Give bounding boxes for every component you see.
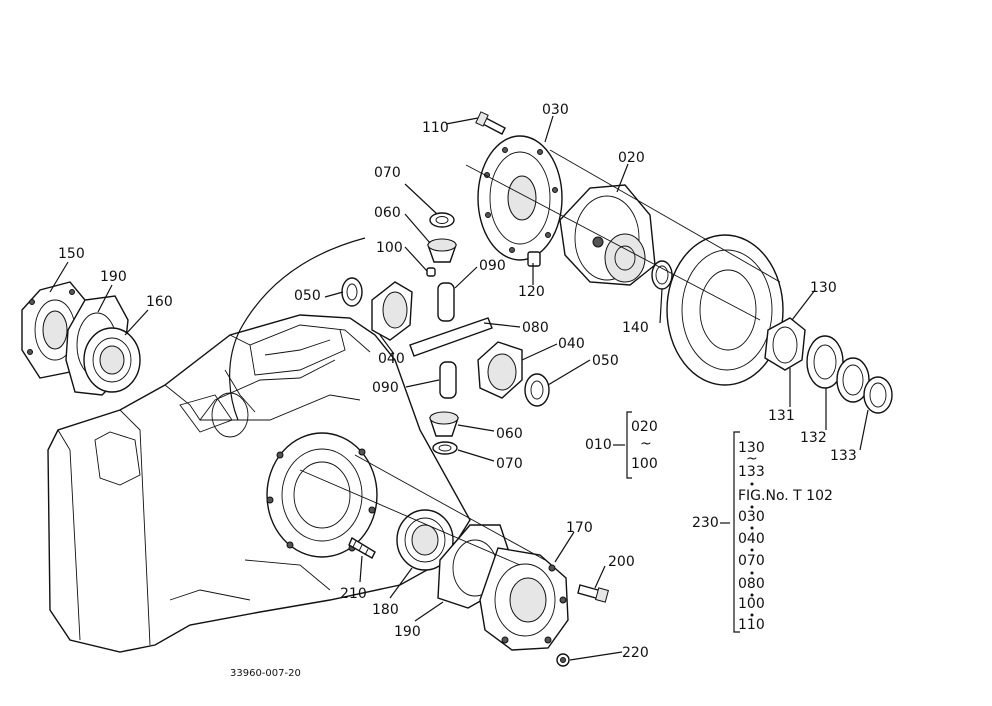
group-230-member-130: 130 [738,440,765,456]
shaft-090-bottom [439,361,457,399]
callout-180: 180 [372,602,399,618]
hub-131 [764,317,806,371]
group-230-member-fig: FIG.No. T 102 [738,488,833,504]
callout-060-bottom: 060 [496,426,523,442]
callout-190-left: 190 [100,269,127,285]
callout-132: 132 [800,430,827,446]
callout-130: 130 [810,280,837,296]
callout-170: 170 [566,520,593,536]
washer-133b [863,376,893,414]
callout-220: 220 [622,645,649,661]
washer-070-top [429,212,455,228]
side-gear-040-right [477,341,523,399]
group-010-label: 010 [585,437,612,453]
bolt-200 [577,584,609,603]
stud-210 [348,536,376,559]
group-230-member-040: 040 [738,531,765,547]
bushing-140 [651,260,673,290]
callout-131: 131 [768,408,795,424]
case-cover-030 [477,135,563,261]
shaft-090-top [437,282,455,322]
callout-110: 110 [422,120,449,136]
group-010-tilde: ~ [640,436,652,452]
washer-050-left [341,277,363,307]
pinion-060-bottom [429,411,459,437]
pin-120 [527,251,541,267]
transmission-housing [47,314,471,653]
callout-020: 020 [618,150,645,166]
group-010-member-020: 020 [631,419,658,435]
leader-lines [49,115,869,661]
pin-100 [426,267,436,277]
group-010-member-100: 100 [631,456,658,472]
callout-140: 140 [622,320,649,336]
washer-050-right [524,373,550,407]
bolt-220 [556,653,570,667]
side-gear-040-left [371,281,413,341]
bearing-160 [83,327,141,393]
group-230-member-030: 030 [738,509,765,525]
callout-080: 080 [522,320,549,336]
callout-120: 120 [518,284,545,300]
callout-040-right: 040 [558,336,585,352]
callout-070-bottom: 070 [496,456,523,472]
group-230-member-070: 070 [738,553,765,569]
callout-070-top: 070 [374,165,401,181]
group-230-dot-1 [750,482,754,486]
assembly-path-arc [229,237,366,421]
group-230-dot-4 [750,548,754,552]
callout-150: 150 [58,246,85,262]
callout-050-right: 050 [592,353,619,369]
group-230-dot-2 [750,505,754,509]
callout-100: 100 [376,240,403,256]
callout-060-top: 060 [374,205,401,221]
callout-160: 160 [146,294,173,310]
group-230-dot-3 [750,526,754,530]
callout-133: 133 [830,448,857,464]
pinion-060-top [427,238,457,263]
callout-090-top: 090 [479,258,506,274]
callout-190-lower: 190 [394,624,421,640]
group-230-dot-5 [750,571,754,575]
callout-040-left: 040 [378,351,405,367]
drawing-number: 33960-007-20 [230,668,301,679]
group-230: 230 130 ~ 133 FIG.No. T 102 030 040 070 … [692,431,833,633]
cross-shaft-080 [409,317,493,357]
ring-gear-130 [666,234,784,386]
group-230-tilde: ~ [746,451,758,467]
group-230-member-080: 080 [738,576,765,592]
diff-case-020 [559,184,656,286]
callout-030: 030 [542,102,569,118]
callout-200: 200 [608,554,635,570]
group-230-member-110: 110 [738,617,765,633]
bolt-110 [475,111,506,135]
group-230-member-133: 133 [738,464,765,480]
group-230-label: 230 [692,515,719,531]
callout-210: 210 [340,586,367,602]
callout-090-bottom: 090 [372,380,399,396]
callout-labels: 110 030 020 070 060 100 090 120 050 080 … [58,102,857,661]
group-010: 010 020 ~ 100 [585,411,658,479]
callout-050-left: 050 [294,288,321,304]
washer-070-bottom [432,441,458,455]
flange-170 [479,547,569,651]
group-230-dot-7 [750,613,754,617]
washer-133 [836,357,870,403]
group-230-dot-6 [750,593,754,597]
group-230-member-100: 100 [738,596,765,612]
bearing-180 [396,509,454,571]
